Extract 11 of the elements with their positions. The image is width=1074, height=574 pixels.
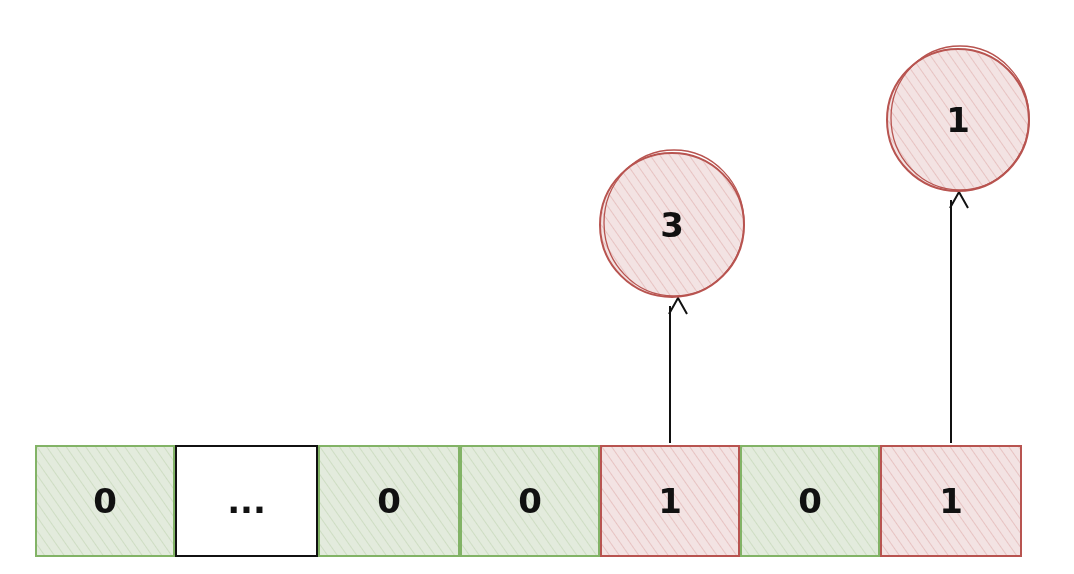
value-text: 0 (797, 481, 823, 521)
value-text: 1 (945, 100, 971, 140)
value-text: 0 (517, 481, 543, 521)
arrow (949, 191, 969, 444)
value-text: ... (226, 481, 267, 521)
arrow (668, 297, 688, 444)
value-text: 0 (376, 481, 402, 521)
value-text: 3 (659, 205, 685, 245)
value-text: 1 (657, 481, 683, 521)
value-text: 1 (938, 481, 964, 521)
value-text: 0 (92, 481, 118, 521)
